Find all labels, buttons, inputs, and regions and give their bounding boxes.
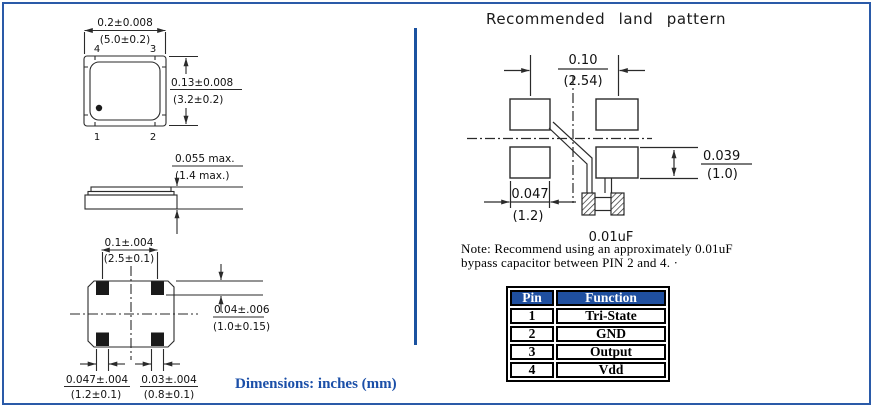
land-pitch-mm: (2.54): [563, 74, 602, 89]
table-row: 1 Tri-State: [510, 308, 666, 324]
land-pattern-title: Recommended land pattern: [486, 10, 727, 28]
side-view-height-mm: (1.4 max.): [175, 170, 229, 182]
pin-function: Output: [556, 344, 666, 360]
pin3-label: 3: [150, 44, 156, 55]
top-view-width-dim: 0.2±0.008 (5.0±0.2): [83, 17, 167, 54]
top-view-height-inches: 0.13±0.008: [171, 77, 233, 89]
land-pitch-inches: 0.10: [569, 53, 598, 68]
pad-top-left: [96, 281, 109, 295]
top-view-width-mm: (5.0±0.2): [100, 34, 150, 46]
table-row: 4 Vdd: [510, 362, 666, 378]
land-pads: [509, 98, 639, 179]
package-outline-top: [83, 55, 167, 127]
pin1-index-dot: [95, 104, 103, 112]
package-outline-bottom: [87, 280, 175, 348]
side-view: 0.055 max. (1.4 max.): [84, 153, 243, 234]
land-pad-height-dim: 0.039 (1.0): [640, 146, 752, 182]
land-centerlines: [467, 75, 652, 203]
pad-width-inches: 0.047±.004: [66, 374, 129, 386]
pin2-label: 2: [150, 132, 156, 143]
pad-gap-mm: (0.8±0.1): [144, 389, 194, 401]
pin-function: Vdd: [556, 362, 666, 378]
land-pad-bottom-left: [509, 146, 551, 179]
pad-gap-inches: 0.03±.004: [141, 374, 197, 386]
function-column-header: Function: [556, 290, 666, 306]
bottom-view: 0.1±.004 (2.5±0.1): [64, 237, 270, 401]
top-view-width-inches: 0.2±0.008: [97, 17, 153, 29]
table-row: 2 GND: [510, 326, 666, 342]
pin-number: 4: [510, 362, 554, 378]
land-pitch-dim: 0.10 (2.54): [504, 53, 645, 96]
table-row: 3 Output: [510, 344, 666, 360]
land-pad-width-inches: 0.047: [511, 187, 548, 202]
table-header-row: Pin Function: [510, 290, 666, 306]
pad-bottom-right: [151, 332, 164, 346]
land-pad-width-mm: (1.2): [513, 209, 544, 224]
land-pad-top-left: [509, 98, 551, 131]
bottom-view-pitch-dim: 0.1±.004 (2.5±0.1): [101, 237, 159, 279]
capacitor-traces: [548, 121, 613, 193]
land-pad-width-dim: 0.047 (1.2): [484, 181, 576, 224]
pin4-label: 4: [94, 44, 100, 55]
pin-column-header: Pin: [510, 290, 554, 306]
land-pad-bottom-right: [595, 146, 639, 179]
side-view-height-inches: 0.055 max.: [175, 153, 235, 165]
pad-width-mm: (1.2±0.1): [71, 389, 121, 401]
pin-number: 1: [510, 308, 554, 324]
pin-function: Tri-State: [556, 308, 666, 324]
pin-number: 2: [510, 326, 554, 342]
bypass-capacitor: [581, 192, 625, 216]
note-line-1: Note: Recommend using an approximately 0…: [461, 241, 733, 256]
bypass-capacitor-note: Note: Recommend using an approximately 0…: [461, 242, 773, 270]
pin-number: 3: [510, 344, 554, 360]
side-view-height-dim: 0.055 max. (1.4 max.): [171, 153, 243, 234]
land-pad-height-mm: (1.0): [707, 167, 738, 182]
bottom-view-pad-height-dim: 0.04±.006 (1.0±0.15): [166, 264, 270, 333]
top-view-height-dim: 0.13±0.008 (3.2±0.2): [169, 55, 242, 127]
bottom-view-pitch-inches: 0.1±.004: [105, 237, 154, 249]
bottom-view-pitch-mm: (2.5±0.1): [104, 253, 154, 265]
top-view-height-mm: (3.2±0.2): [173, 94, 223, 106]
package-outline-side: [84, 186, 178, 210]
vertical-divider: [414, 28, 417, 345]
bottom-view-pad-width-dim: 0.047±.004 (1.2±0.1) 0.03±.004 (0.8±0.1): [64, 349, 198, 401]
capacitor-terminal-left: [581, 192, 596, 216]
pin-function-table: Pin Function 1 Tri-State 2 GND 3 Output …: [506, 286, 670, 382]
land-pad-height-inches: 0.039: [703, 149, 740, 164]
land-pad-top-right: [595, 98, 639, 131]
centerlines: [70, 266, 198, 360]
pad-height-mm: (1.0±0.15): [213, 321, 270, 333]
pad-height-inches: 0.04±.006: [214, 304, 270, 316]
capacitor-value-label: 0.01uF: [589, 230, 634, 245]
note-line-2: bypass capacitor between PIN 2 and 4. ·: [461, 255, 679, 270]
capacitor-terminal-right: [610, 192, 625, 216]
pad-bottom-left: [96, 332, 109, 346]
pin1-label: 1: [94, 132, 100, 143]
units-note: Dimensions: inches (mm): [235, 376, 397, 392]
pin-function: GND: [556, 326, 666, 342]
bottom-pads: [96, 281, 164, 346]
pad-top-right: [151, 281, 164, 295]
land-pattern: 0.10 (2.54): [467, 53, 752, 245]
top-view: 0.2±0.008 (5.0±0.2) 4 3 1 2 0.13±0.: [83, 17, 242, 143]
